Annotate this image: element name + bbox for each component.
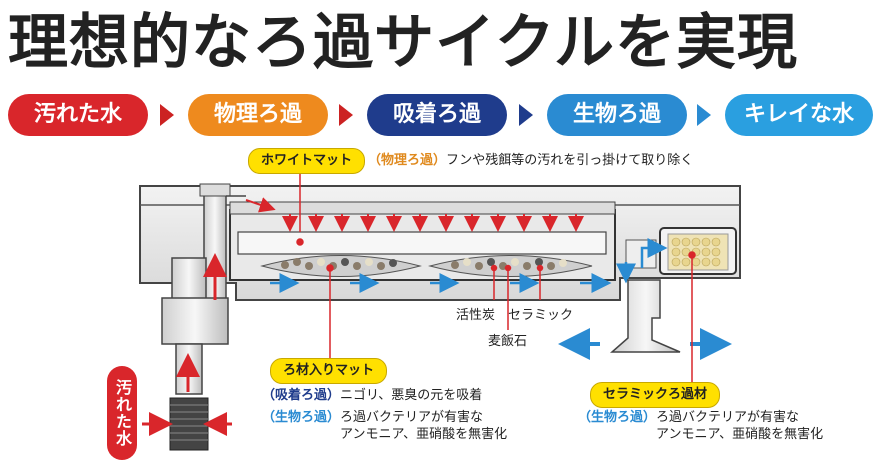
ceramic-media-line1-type: （生物ろ過）: [578, 410, 657, 425]
filter-illustration: [139, 170, 741, 451]
ceramic-media-line1: （生物ろ過）ろ過バクテリアが有害な: [578, 410, 799, 426]
label-bakuhanseki: 麦飯石: [488, 334, 528, 349]
ceramic-media-tag: セラミックろ過材: [590, 382, 721, 408]
media-mat-tag: ろ材入りマット: [270, 358, 388, 384]
media-mat-line1: （吸着ろ過）ニゴリ、悪臭の元を吸着: [262, 388, 482, 404]
flow-arrow-icon: [519, 104, 533, 126]
flow-arrow-icon: [160, 104, 174, 126]
page-title: 理想的なろ過サイクルを実現: [8, 8, 798, 78]
media-mat-line1-type: （吸着ろ過）: [262, 388, 341, 403]
media-mat-line2-text: ろ過バクテリアが有害な: [340, 410, 484, 425]
outlet-spout: [610, 279, 681, 353]
media-mat-line2: （生物ろ過）ろ過バクテリアが有害な: [262, 410, 483, 426]
flow-step-physical: 物理ろ過: [188, 94, 328, 136]
white-mat-text: フンや残餌等の汚れを引っ掛けて取り除く: [446, 153, 694, 168]
ceramic-media-line2: アンモニア、亜硝酸を無害化: [656, 427, 824, 442]
flow-arrow-icon: [339, 104, 353, 126]
white-mat-desc: （物理ろ過）フンや残餌等の汚れを引っ掛けて取り除く: [368, 153, 693, 169]
flow-step-dirty-water: 汚れた水: [8, 94, 148, 136]
label-ceramic: セラミック: [508, 308, 574, 323]
dirty-water-tag: 汚れた水: [107, 366, 137, 460]
media-pouch-left: [260, 255, 422, 277]
flow-step-biological: 生物ろ過: [547, 94, 687, 136]
flow-step-adsorption: 吸着ろ過: [367, 94, 507, 136]
flow-step-clean-water: キレイな水: [725, 94, 873, 136]
intake-strainer: [169, 397, 209, 451]
ceramic-media-line1-text: ろ過バクテリアが有害な: [656, 410, 800, 425]
media-mat-line1-text: ニゴリ、悪臭の元を吸着: [340, 388, 483, 403]
media-mat-line3: アンモニア、亜硝酸を無害化: [340, 427, 508, 442]
white-mat-type: （物理ろ過）: [368, 153, 447, 168]
media-mat-line2-type: （生物ろ過）: [262, 410, 341, 425]
white-mat-tag: ホワイトマット: [248, 148, 366, 174]
flow-arrow-icon: [697, 104, 711, 126]
white-mat: [237, 231, 607, 255]
label-activated-carbon: 活性炭: [456, 308, 496, 323]
